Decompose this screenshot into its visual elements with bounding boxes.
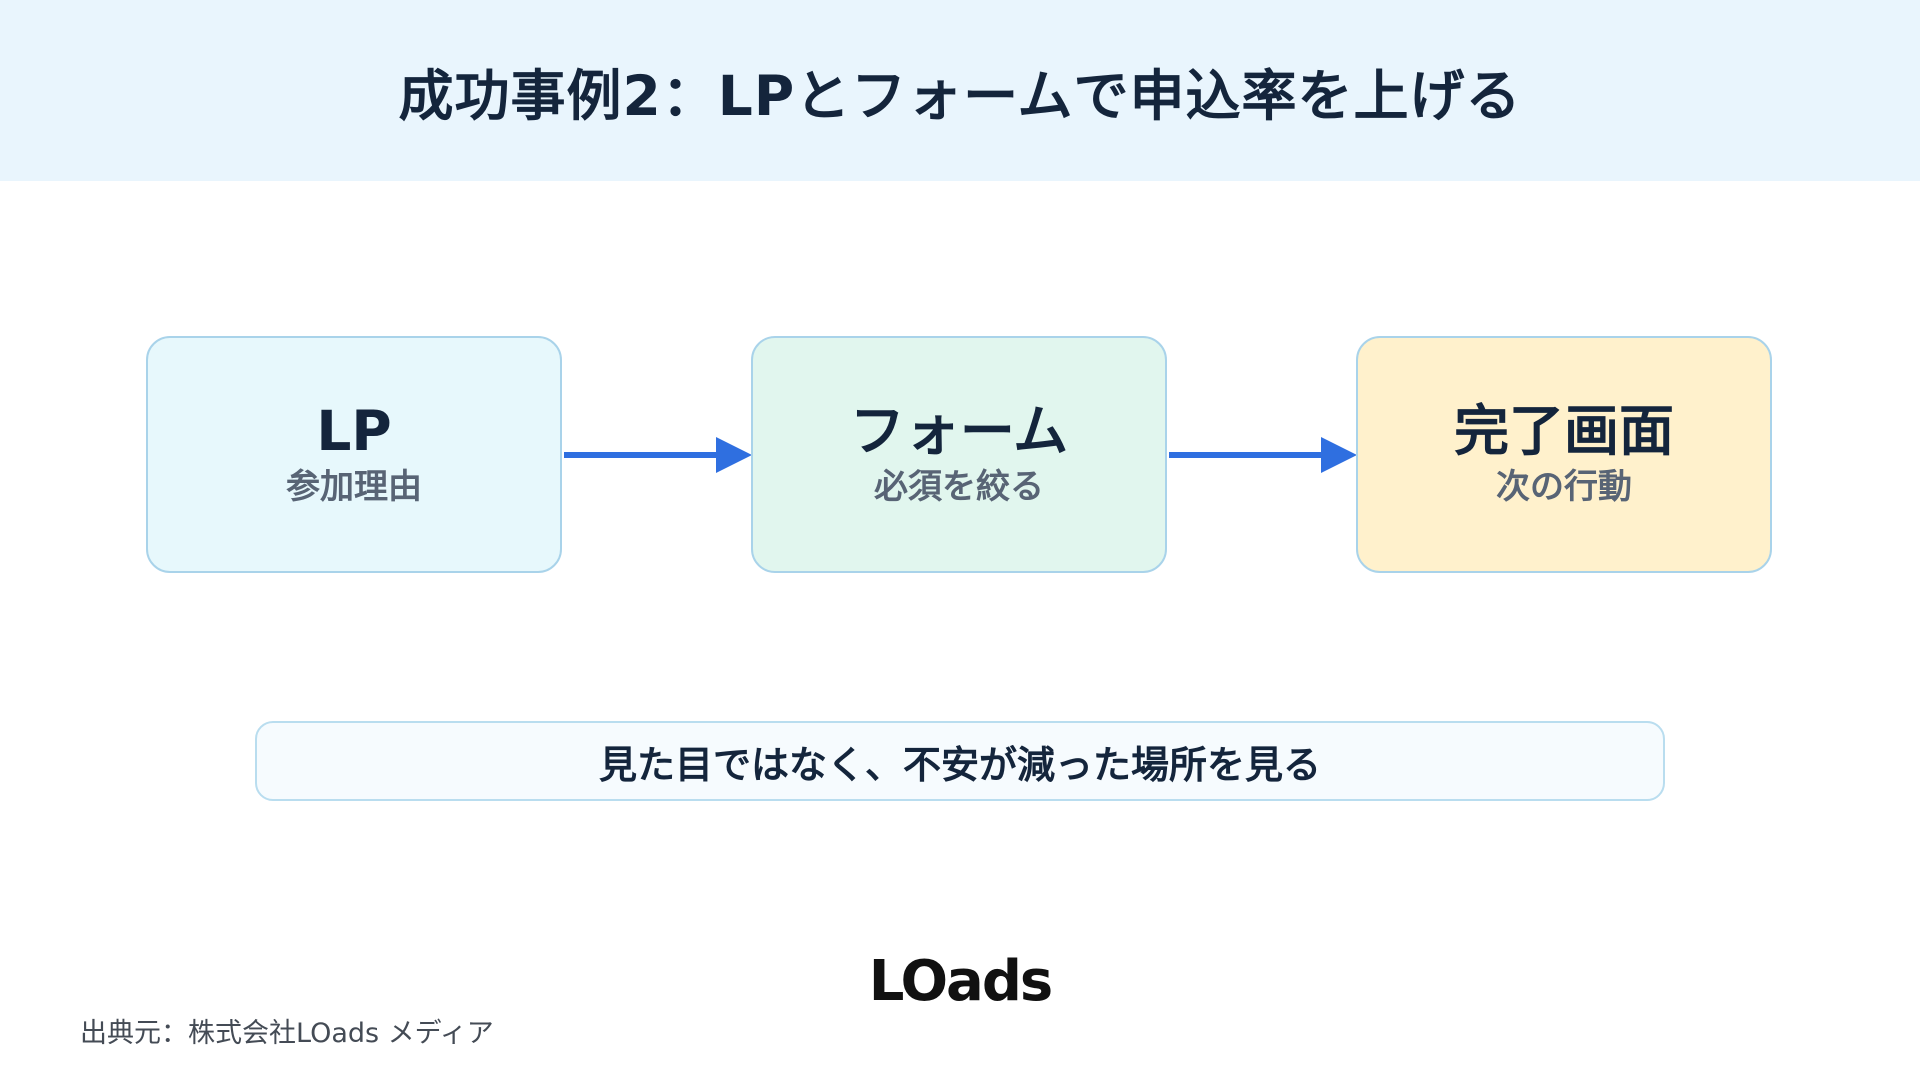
step-box-lp: LP 参加理由: [146, 336, 562, 573]
step-box-form: フォーム 必須を絞る: [751, 336, 1167, 573]
arrow-head: [1321, 437, 1357, 473]
step-subtitle: 参加理由: [286, 466, 422, 507]
step-title: フォーム: [849, 398, 1069, 463]
step-title: 完了画面: [1453, 398, 1674, 463]
step-subtitle: 必須を絞る: [874, 466, 1044, 507]
step-title: LP: [316, 398, 392, 463]
page-title: 成功事例2：LPとフォームで申込率を上げる: [398, 63, 1522, 128]
arrow-shaft: [564, 452, 718, 458]
source-credit: 出典元：株式会社LOads メディア: [80, 1018, 494, 1049]
flow-arrow-right-icon: [564, 437, 752, 473]
step-box-complete-screen: 完了画面 次の行動: [1356, 336, 1772, 573]
header-banner: 成功事例2：LPとフォームで申込率を上げる: [0, 0, 1920, 181]
flow-arrow-right-icon: [1169, 437, 1357, 473]
key-message-box: 見た目ではなく、不安が減った場所を見る: [255, 721, 1665, 801]
arrow-shaft: [1169, 452, 1323, 458]
step-subtitle: 次の行動: [1496, 466, 1632, 507]
key-message-text: 見た目ではなく、不安が減った場所を見る: [598, 742, 1321, 787]
brand-logo: LOads: [868, 949, 1054, 1014]
arrow-head: [716, 437, 752, 473]
